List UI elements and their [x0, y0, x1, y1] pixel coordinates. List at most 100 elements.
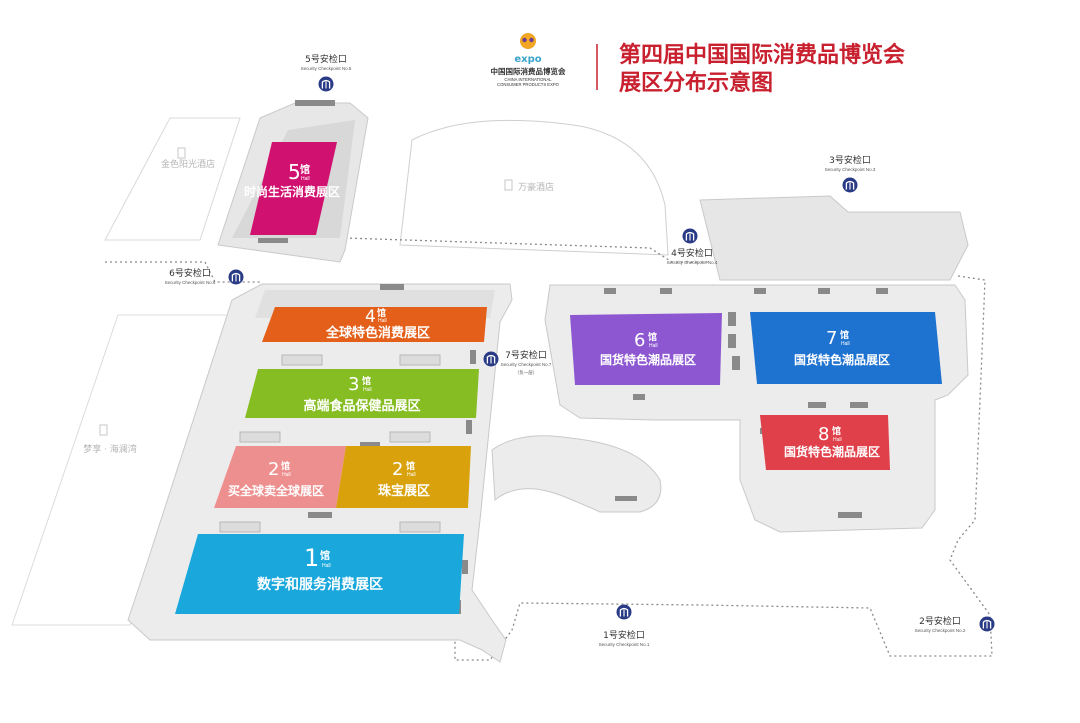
hotel-b-icon	[504, 179, 513, 191]
svg-text:（负一层）: （负一层）	[515, 369, 538, 376]
svg-text:8: 8	[818, 424, 829, 445]
hall-5-name: 时尚生活消费展区	[244, 184, 340, 199]
hotel-a-label: 金色阳光酒店	[161, 158, 215, 170]
svg-text:7号安检口: 7号安检口	[505, 349, 547, 361]
hall-2b-label: 2 馆 Hall 珠宝展区	[378, 459, 430, 499]
page-title-line2: 展区分布示意图	[619, 70, 773, 96]
svg-text:馆: 馆	[362, 375, 371, 387]
svg-text:馆: 馆	[832, 425, 841, 437]
logo-en-1: CHINA INTERNATIONAL	[504, 77, 552, 82]
expo-logo: expo 中国国际消费品博览会 CHINA INTERNATIONAL CONS…	[491, 33, 566, 87]
svg-text:6: 6	[634, 330, 645, 351]
svg-text:Hall: Hall	[407, 472, 416, 478]
svg-text:Hall: Hall	[378, 318, 387, 324]
svg-text:Hall: Hall	[649, 343, 658, 349]
hotel-a-plot	[104, 117, 241, 241]
svg-text:馆: 馆	[377, 307, 386, 319]
hall-4-name: 全球特色消费展区	[325, 325, 430, 341]
svg-text:4号安检口: 4号安检口	[671, 247, 713, 259]
hall-3-label: 3 馆 Hall 高端食品保健品展区	[303, 374, 420, 414]
svg-text:馆: 馆	[840, 329, 849, 341]
hall-7-name: 国货特色潮品展区	[794, 352, 890, 367]
svg-text:Security Checkpoint No.2: Security Checkpoint No.2	[915, 628, 966, 633]
svg-text:1号安检口: 1号安检口	[603, 629, 645, 641]
checkpoint-1-icon	[615, 603, 633, 621]
connector-door	[615, 496, 637, 501]
hall-2a-name: 买全球卖全球展区	[228, 483, 324, 498]
checkpoint-1[interactable]: 1号安检口 Security Checkpoint No.1	[599, 603, 650, 648]
svg-text:Hall: Hall	[841, 341, 850, 347]
svg-text:2: 2	[268, 459, 279, 480]
svg-text:馆: 馆	[300, 163, 310, 176]
hall-6-area[interactable]	[570, 313, 722, 385]
hall-7-label: 7 馆 Hall 国货特色潮品展区	[794, 328, 890, 367]
hall-7-area[interactable]	[750, 312, 942, 384]
svg-text:馆: 馆	[406, 460, 415, 472]
svg-text:3: 3	[348, 374, 359, 395]
park-plot	[11, 314, 229, 626]
hall-5-area[interactable]	[250, 142, 337, 235]
park-label: 梦享 · 海澜湾	[83, 443, 137, 455]
checkpoint-5-icon	[317, 75, 335, 93]
hotel-b-label: 万豪酒店	[518, 181, 554, 193]
hall-1-name: 数字和服务消费展区	[257, 576, 383, 593]
checkpoint-3[interactable]: 3号安检口 Security Checkpoint No.3	[825, 154, 876, 194]
svg-text:2号安检口: 2号安检口	[919, 615, 961, 627]
hall-2a-label: 2 馆 Hall 买全球卖全球展区	[228, 459, 324, 498]
logo-word: expo	[514, 54, 541, 65]
svg-text:Security Checkpoint No.6: Security Checkpoint No.6	[165, 280, 216, 285]
svg-text:7: 7	[826, 328, 837, 349]
hall-3-name: 高端食品保健品展区	[303, 398, 420, 414]
svg-text:Security Checkpoint No.5: Security Checkpoint No.5	[301, 66, 352, 71]
hall-1-area[interactable]	[175, 534, 464, 614]
checkpoint-2[interactable]: 2号安检口 Security Checkpoint No.2	[915, 615, 996, 633]
checkpoint-7[interactable]: 7号安检口 Security Checkpoint No.7 （负一层）	[482, 349, 552, 376]
svg-text:6号安检口: 6号安检口	[169, 267, 211, 279]
park-icon	[99, 424, 108, 436]
checkpoint-2-icon	[978, 615, 996, 633]
svg-text:馆: 馆	[281, 460, 290, 472]
hotel-a-icon	[177, 147, 186, 159]
hall-2a-area[interactable]	[214, 446, 346, 508]
checkpoint-4[interactable]: 4号安检口 Security Checkpoint No.4	[667, 227, 718, 266]
svg-text:5: 5	[288, 160, 301, 184]
checkpoint-6[interactable]: 6号安检口 Security Checkpoint No.6	[165, 267, 245, 286]
hall-8-area[interactable]	[760, 415, 890, 470]
svg-text:3号安检口: 3号安检口	[829, 154, 871, 166]
svg-text:Security Checkpoint No.1: Security Checkpoint No.1	[599, 642, 650, 647]
checkpoint-7-icon	[482, 350, 500, 368]
svg-text:1: 1	[304, 544, 319, 572]
svg-text:Hall: Hall	[301, 176, 310, 182]
svg-text:馆: 馆	[320, 549, 330, 562]
checkpoint-4-icon	[681, 227, 699, 245]
logo-zh: 中国国际消费品博览会	[491, 66, 566, 76]
svg-text:5号安检口: 5号安检口	[305, 53, 347, 65]
page-title-line1: 第四届中国国际消费品博览会	[619, 42, 905, 68]
hall-6-label: 6 馆 Hall 国货特色潮品展区	[600, 330, 696, 367]
hall-4-area[interactable]	[262, 307, 487, 342]
checkpoint-5[interactable]: 5号安检口 Security Checkpoint No.5	[301, 53, 352, 93]
checkpoint-6-icon	[227, 268, 245, 286]
hall-6-name: 国货特色潮品展区	[600, 352, 696, 367]
svg-text:馆: 馆	[648, 331, 657, 343]
svg-text:Security Checkpoint No.3: Security Checkpoint No.3	[825, 167, 876, 172]
svg-text:Hall: Hall	[363, 387, 372, 393]
hall-8-name: 国货特色潮品展区	[784, 444, 880, 459]
hall-4-label: 4 馆 Hall 全球特色消费展区	[325, 307, 430, 341]
hall-5-label: 5 馆 Hall 时尚生活消费展区	[244, 160, 340, 199]
svg-text:Security Checkpoint No.4: Security Checkpoint No.4	[667, 260, 718, 265]
hall-3-area[interactable]	[245, 369, 479, 418]
connector-walkway	[491, 435, 662, 513]
logo-en-2: CONSUMER PRODUCTS EXPO	[497, 82, 560, 87]
hall-2b-area[interactable]	[336, 446, 471, 508]
checkpoint-3-icon	[841, 176, 859, 194]
svg-text:Security Checkpoint No.7: Security Checkpoint No.7	[501, 362, 552, 367]
svg-text:Hall: Hall	[282, 472, 291, 478]
hotel-b-plot	[399, 119, 669, 256]
hall-8-label: 8 馆 Hall 国货特色潮品展区	[784, 424, 880, 459]
svg-text:4: 4	[365, 307, 376, 327]
hall-1-label: 1 馆 Hall 数字和服务消费展区	[257, 544, 383, 593]
svg-text:Hall: Hall	[322, 563, 331, 569]
svg-text:2: 2	[392, 459, 403, 480]
